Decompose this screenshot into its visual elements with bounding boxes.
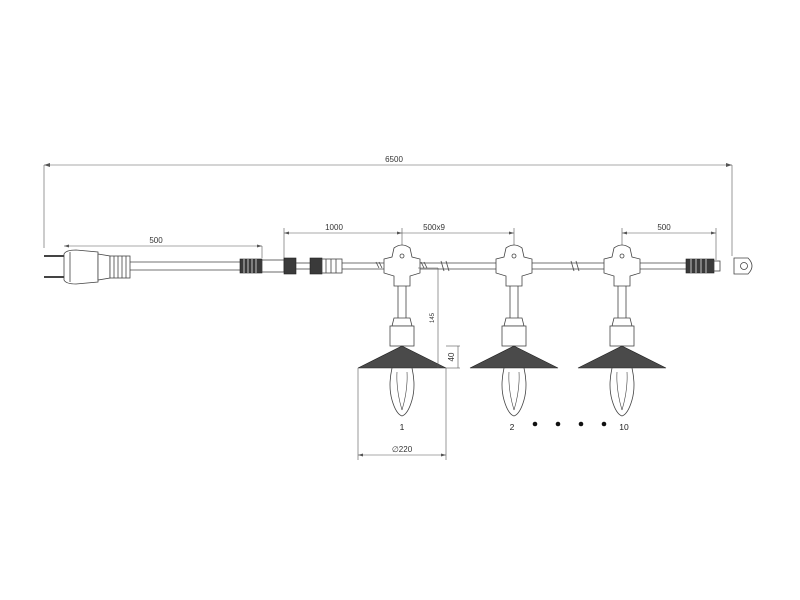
lamp-number-10: 10 (619, 422, 629, 432)
pendant-drop-label: 145 (430, 312, 436, 323)
lamp-shade-icon (469, 345, 559, 369)
bulb-icon (609, 367, 635, 417)
plug-icon (44, 249, 131, 285)
main-cable (130, 260, 686, 272)
continuation-dots (532, 421, 607, 427)
shade-height-dimension: 40 (446, 345, 460, 369)
plug-lead-label: 500 (149, 236, 163, 245)
connector-icon (239, 257, 343, 275)
lamp-spacing-label: 500x9 (423, 223, 445, 232)
end-lead-dimension: 500 (621, 223, 717, 260)
end-connector-icon (685, 258, 721, 274)
lamp-assembly-10 (577, 244, 667, 417)
pendant-drop-dimension: 145 (418, 267, 439, 368)
end-lead-label: 500 (657, 223, 671, 232)
bulb-icon (501, 367, 527, 417)
lamp-assembly-2 (469, 244, 559, 417)
shade-diameter-dimension: ∅220 (357, 368, 447, 460)
total-length-label: 6500 (385, 155, 403, 164)
shade-height-label: 40 (447, 352, 456, 361)
lamp-shade-icon (357, 345, 447, 369)
lamp-shade-icon (577, 345, 667, 369)
lamp-number-2: 2 (510, 422, 515, 432)
lamp-assembly-1 (357, 244, 447, 417)
first-lamp-offset-dimension: 1000 (283, 223, 403, 262)
end-cap-icon (733, 257, 753, 275)
lamp-spacing-dimension: 500x9 (402, 223, 515, 252)
shade-diameter-label: ∅220 (392, 445, 413, 454)
first-lamp-offset-label: 1000 (325, 223, 343, 232)
lamp-number-1: 1 (400, 422, 405, 432)
plug-lead-dimension: 500 (64, 236, 263, 258)
bulb-icon (389, 367, 415, 417)
total-length-dimension: 6500 (43, 155, 733, 256)
